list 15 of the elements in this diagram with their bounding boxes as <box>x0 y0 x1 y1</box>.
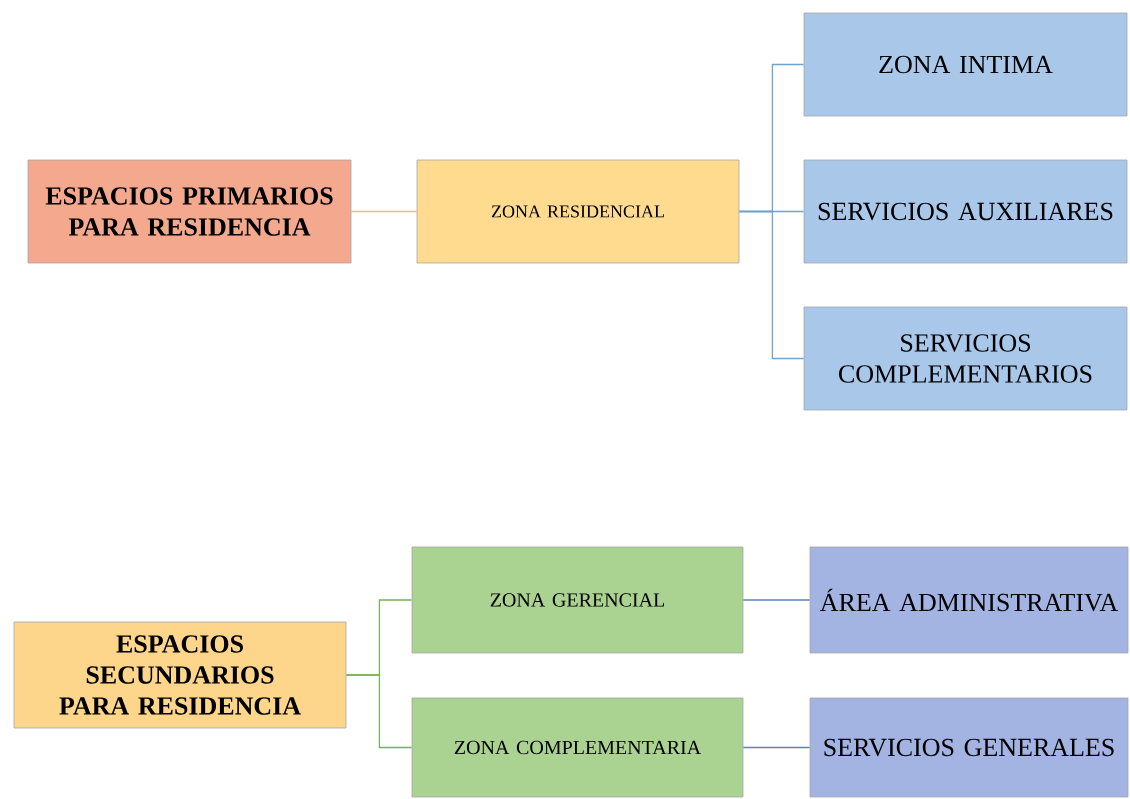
zone-box: ZONA INTIMA <box>803 12 1128 117</box>
connector-line <box>742 746 811 749</box>
category-box: ESPACIOS SECUNDARIOS PARA RESIDENCIA <box>13 621 347 729</box>
zone-box: ZONA COMPLEMENTARIA <box>411 697 744 798</box>
category-box: ESPACIOS PRIMARIOS PARA RESIDENCIA <box>27 159 352 264</box>
connector-line <box>350 210 418 213</box>
zone-box: ÁREA ADMINISTRATIVA <box>809 546 1129 654</box>
connector-line <box>742 599 811 601</box>
zone-box: SERVICIOS AUXILIARES <box>803 159 1128 264</box>
zone-box: ZONA GERENCIAL <box>411 546 744 654</box>
zone-box: SERVICIOS GENERALES <box>809 697 1129 798</box>
connector-line <box>345 674 413 749</box>
zone-box: SERVICIOS COMPLEMENTARIOS <box>803 306 1128 411</box>
connector-line <box>738 210 805 360</box>
zone-box: ZONA RESIDENCIAL <box>416 159 740 264</box>
